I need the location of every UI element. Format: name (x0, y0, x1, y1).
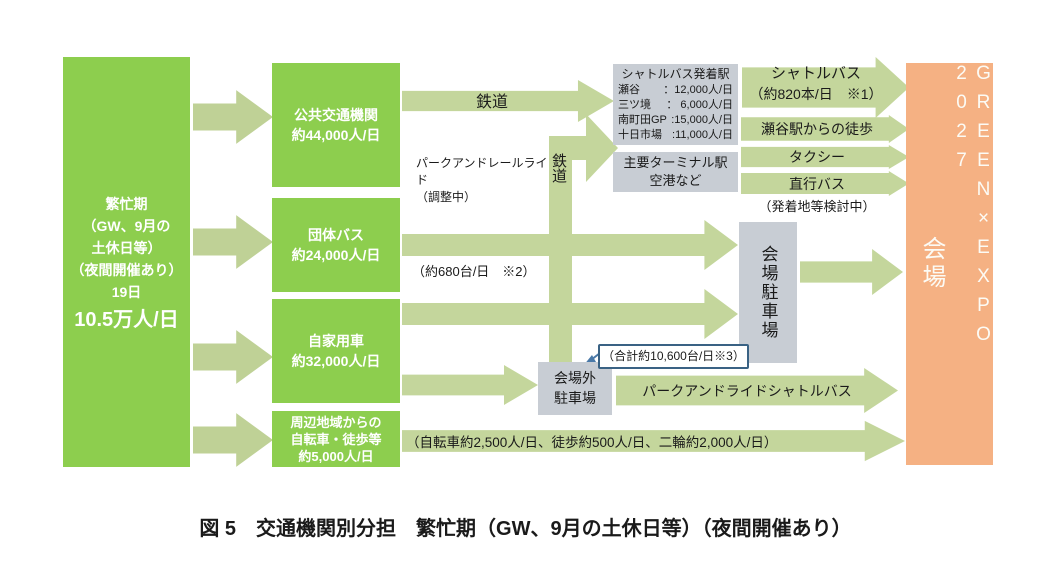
local-access-label2: 自転車・徒歩等 (290, 431, 382, 447)
direct-bus-arrow-label: 直行バス (789, 176, 845, 192)
group-bus-volume: 約24,000人/日 (291, 247, 381, 263)
mode-box-local-access: 周辺地域からの 自転車・徒歩等 約5,000人/日 (272, 411, 400, 467)
terminal-box: 主要ターミナル駅 空港など (613, 152, 738, 192)
station-name: 南町田GP (618, 114, 667, 126)
station-row: 三ツ境 ： 6,000人/日 (613, 98, 738, 113)
station-name: 瀬谷 (618, 84, 640, 96)
rail-arrow-label: 鉄道 (475, 94, 508, 111)
outside-parking-box: 会場外 駐車場 (538, 362, 612, 415)
station-value: :15,000人/日 (671, 114, 733, 126)
park-and-rail-line2: （調整中） (416, 190, 477, 204)
station-name: 三ツ境 (618, 99, 651, 111)
figure-caption: 図 5 交通機関別分担 繁忙期（GW、9月の土休日等）（夜間開催あり） (199, 518, 852, 540)
group-bus-label: 団体バス (308, 227, 364, 243)
parking-total-note: （合計約10,600台/日※3） (598, 344, 749, 369)
direct-bus-arrow (741, 171, 909, 196)
shuttle-bus-label-line2: （約820本/日 ※1） (749, 86, 883, 102)
outside-parking-line1: 会場外 (554, 370, 596, 386)
local-access-note: （自転車約2,500人/日、徒歩約500人/日、二輪約2,000人/日） (406, 435, 778, 450)
outside-parking-line2: 駐車場 (554, 390, 596, 406)
terminal-line2: 空港など (649, 173, 702, 188)
station-value: :11,000人/日 (672, 129, 733, 141)
station-row: 南町田GP :15,000人/日 (613, 113, 738, 128)
venue-name: GREEN×EXPO 2027 (951, 63, 994, 353)
demand-line1: 繁忙期 (105, 196, 148, 212)
terminal-line1: 主要ターミナル駅 (623, 155, 728, 170)
private-car-volume: 約32,000人/日 (291, 353, 381, 369)
mode-box-private-car: 自家用車 約32,000人/日 (272, 299, 400, 403)
park-and-rail-line1: パークアンドレールライド (416, 156, 548, 187)
group-bus-note: （約680台/日 ※2） (412, 264, 536, 279)
park-and-rail-rail-label: 鉄道 (550, 153, 567, 183)
demand-line5: 19日 (111, 284, 142, 300)
demand-box: 繁忙期 （GW、9月の 土休日等） （夜間開催あり） 19日 10.5万人/日 (63, 57, 190, 467)
demand-line3: 土休日等） (91, 240, 162, 256)
station-name: 十日市場 (618, 129, 662, 141)
local-access-volume: 約5,000人/日 (298, 448, 374, 464)
shuttle-bus-arrow-label: シャトルバス （約820本/日 ※1） (742, 63, 890, 105)
mode-box-public-transit: 公共交通機関 約44,000人/日 (272, 63, 400, 187)
demand-line2: （GW、9月の (82, 218, 171, 234)
mode-box-group-bus: 団体バス 約24,000人/日 (272, 198, 400, 292)
venue-parking-label: 会場駐車場 (758, 245, 778, 340)
public-transit-volume: 約44,000人/日 (291, 127, 381, 143)
station-value: ： 6,000人/日 (666, 99, 733, 111)
venue-label: 会場 (918, 236, 945, 292)
walk-arrow-label: 瀬谷駅からの徒歩 (761, 121, 873, 137)
public-transit-label: 公共交通機関 (294, 107, 378, 123)
station-row: 瀬谷 ：12,000人/日 (613, 83, 738, 98)
venue-box: 会場 GREEN×EXPO 2027 (906, 63, 994, 465)
shuttle-stations-title: シャトルバス発着駅 (621, 67, 730, 81)
demand-line4: （夜間開催あり） (70, 262, 183, 278)
demand-total: 10.5万人/日 (74, 309, 179, 331)
walk-arrow (741, 115, 909, 143)
venue-parking-box: 会場駐車場 (739, 222, 797, 363)
taxi-arrow-label: タクシー (789, 149, 845, 165)
shuttle-stations-box: シャトルバス発着駅 瀬谷 ：12,000人/日 三ツ境 ： 6,000人/日 南… (613, 64, 738, 145)
shuttle-bus-label-line1: シャトルバス (770, 65, 861, 82)
local-access-label1: 周辺地域からの (290, 414, 382, 430)
taxi-arrow (741, 145, 909, 169)
park-and-rail-note: パークアンドレールライド （調整中） (416, 155, 554, 206)
pr-shuttle-label: パークアンドライドシャトルバス (642, 383, 852, 399)
direct-bus-note: （発着地等検討中） (758, 199, 876, 214)
park-and-rail-elbow-arrow (549, 114, 618, 363)
station-row: 十日市場 :11,000人/日 (613, 128, 738, 143)
private-car-label: 自家用車 (308, 333, 364, 349)
station-value: ：12,000人/日 (663, 84, 733, 96)
